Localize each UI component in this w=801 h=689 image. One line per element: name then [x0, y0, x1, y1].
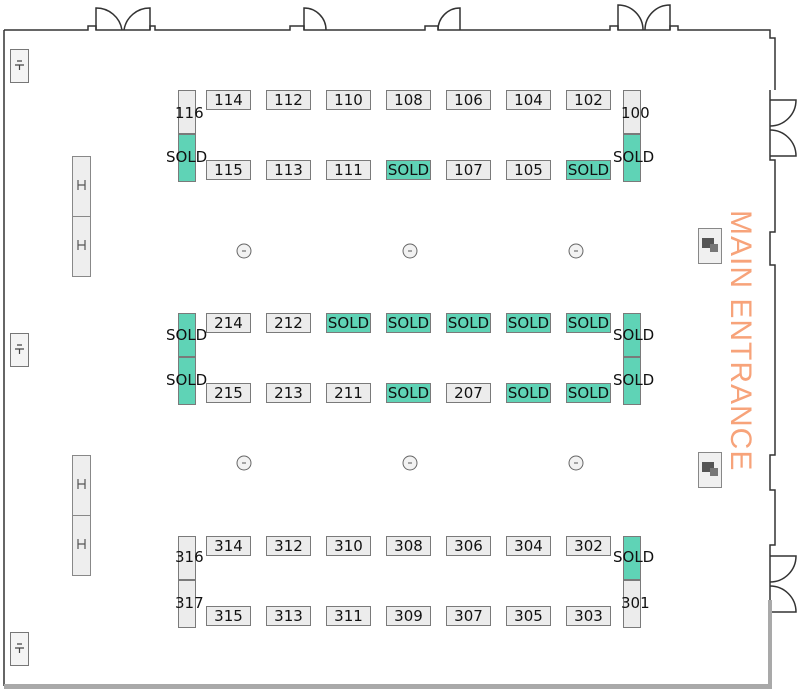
booth[interactable]: SOLD	[566, 383, 611, 403]
end-booth[interactable]	[178, 313, 196, 357]
booth[interactable]: 314	[206, 536, 251, 556]
booth[interactable]: 304	[506, 536, 551, 556]
door-icon	[303, 7, 327, 31]
end-booth[interactable]	[623, 536, 641, 580]
booth[interactable]: 211	[326, 383, 371, 403]
bottom-wall	[4, 684, 772, 689]
end-booth-label: SOLD	[613, 548, 655, 566]
booth[interactable]: SOLD	[386, 383, 431, 403]
end-booth-label: 100	[621, 104, 650, 122]
column-icon	[236, 243, 252, 259]
fire-extinguisher-icon	[10, 632, 29, 666]
booth[interactable]: 213	[266, 383, 311, 403]
booth[interactable]: 102	[566, 90, 611, 110]
registration-desk-icon	[698, 228, 722, 264]
end-booth-label: SOLD	[166, 371, 208, 389]
booth[interactable]: 108	[386, 90, 431, 110]
end-booth[interactable]	[623, 357, 641, 405]
end-booth-label: 317	[175, 594, 204, 612]
booth[interactable]: SOLD	[326, 313, 371, 333]
end-booth[interactable]	[178, 134, 196, 182]
booth[interactable]: 215	[206, 383, 251, 403]
top-wall	[4, 25, 776, 90]
booth[interactable]: SOLD	[566, 313, 611, 333]
end-booth-label: SOLD	[613, 371, 655, 389]
end-booth[interactable]	[623, 90, 641, 134]
column-icon	[568, 455, 584, 471]
door-icon	[769, 555, 797, 583]
right-wall-bottom	[768, 600, 772, 689]
booth[interactable]: 212	[266, 313, 311, 333]
booth[interactable]: 310	[326, 536, 371, 556]
end-booth-label: SOLD	[166, 326, 208, 344]
end-booth[interactable]	[623, 134, 641, 182]
column-icon	[402, 455, 418, 471]
door-icon	[769, 99, 797, 127]
booth[interactable]: 315	[206, 606, 251, 626]
door-icon	[95, 7, 123, 31]
end-booth[interactable]	[623, 580, 641, 628]
booth[interactable]: 110	[326, 90, 371, 110]
main-entrance-label: MAIN ENTRANCE	[724, 210, 757, 472]
booth[interactable]: 309	[386, 606, 431, 626]
booth[interactable]: 306	[446, 536, 491, 556]
column-icon	[402, 243, 418, 259]
door-icon	[123, 7, 151, 31]
restroom-icon	[72, 455, 91, 576]
booth[interactable]: 302	[566, 536, 611, 556]
end-booth-label: SOLD	[613, 148, 655, 166]
booth[interactable]: 112	[266, 90, 311, 110]
door-icon	[617, 4, 644, 31]
booth[interactable]: SOLD	[386, 313, 431, 333]
end-booth-label: SOLD	[613, 326, 655, 344]
restroom-icon	[72, 156, 91, 277]
booth[interactable]: 207	[446, 383, 491, 403]
booth[interactable]: SOLD	[386, 160, 431, 180]
end-booth[interactable]	[178, 580, 196, 628]
booth[interactable]: 305	[506, 606, 551, 626]
booth[interactable]: 115	[206, 160, 251, 180]
booth[interactable]: 104	[506, 90, 551, 110]
end-booth[interactable]	[178, 536, 196, 580]
end-booth-label: SOLD	[166, 148, 208, 166]
booth[interactable]: SOLD	[446, 313, 491, 333]
fire-extinguisher-icon	[10, 49, 29, 83]
door-icon	[437, 7, 461, 31]
booth[interactable]: SOLD	[566, 160, 611, 180]
booth[interactable]: 313	[266, 606, 311, 626]
booth[interactable]: 106	[446, 90, 491, 110]
door-icon	[769, 129, 797, 157]
door-icon	[644, 4, 671, 31]
booth[interactable]: SOLD	[506, 313, 551, 333]
booth[interactable]: 311	[326, 606, 371, 626]
booth[interactable]: 105	[506, 160, 551, 180]
column-icon	[568, 243, 584, 259]
fire-extinguisher-icon	[10, 333, 29, 367]
end-booth-label: 301	[621, 594, 650, 612]
booth[interactable]: 111	[326, 160, 371, 180]
end-booth[interactable]	[178, 90, 196, 134]
end-booth-label: 116	[175, 104, 204, 122]
end-booth[interactable]	[623, 313, 641, 357]
booth[interactable]: 107	[446, 160, 491, 180]
booth[interactable]: 214	[206, 313, 251, 333]
booth[interactable]: 113	[266, 160, 311, 180]
booth[interactable]: 303	[566, 606, 611, 626]
booth[interactable]: 312	[266, 536, 311, 556]
registration-desk-icon	[698, 452, 722, 488]
door-icon	[769, 585, 797, 613]
right-wall	[769, 90, 776, 685]
booth[interactable]: SOLD	[506, 383, 551, 403]
booth[interactable]: 307	[446, 606, 491, 626]
end-booth[interactable]	[178, 357, 196, 405]
booth[interactable]: 308	[386, 536, 431, 556]
column-icon	[236, 455, 252, 471]
end-booth-label: 316	[175, 548, 204, 566]
booth[interactable]: 114	[206, 90, 251, 110]
